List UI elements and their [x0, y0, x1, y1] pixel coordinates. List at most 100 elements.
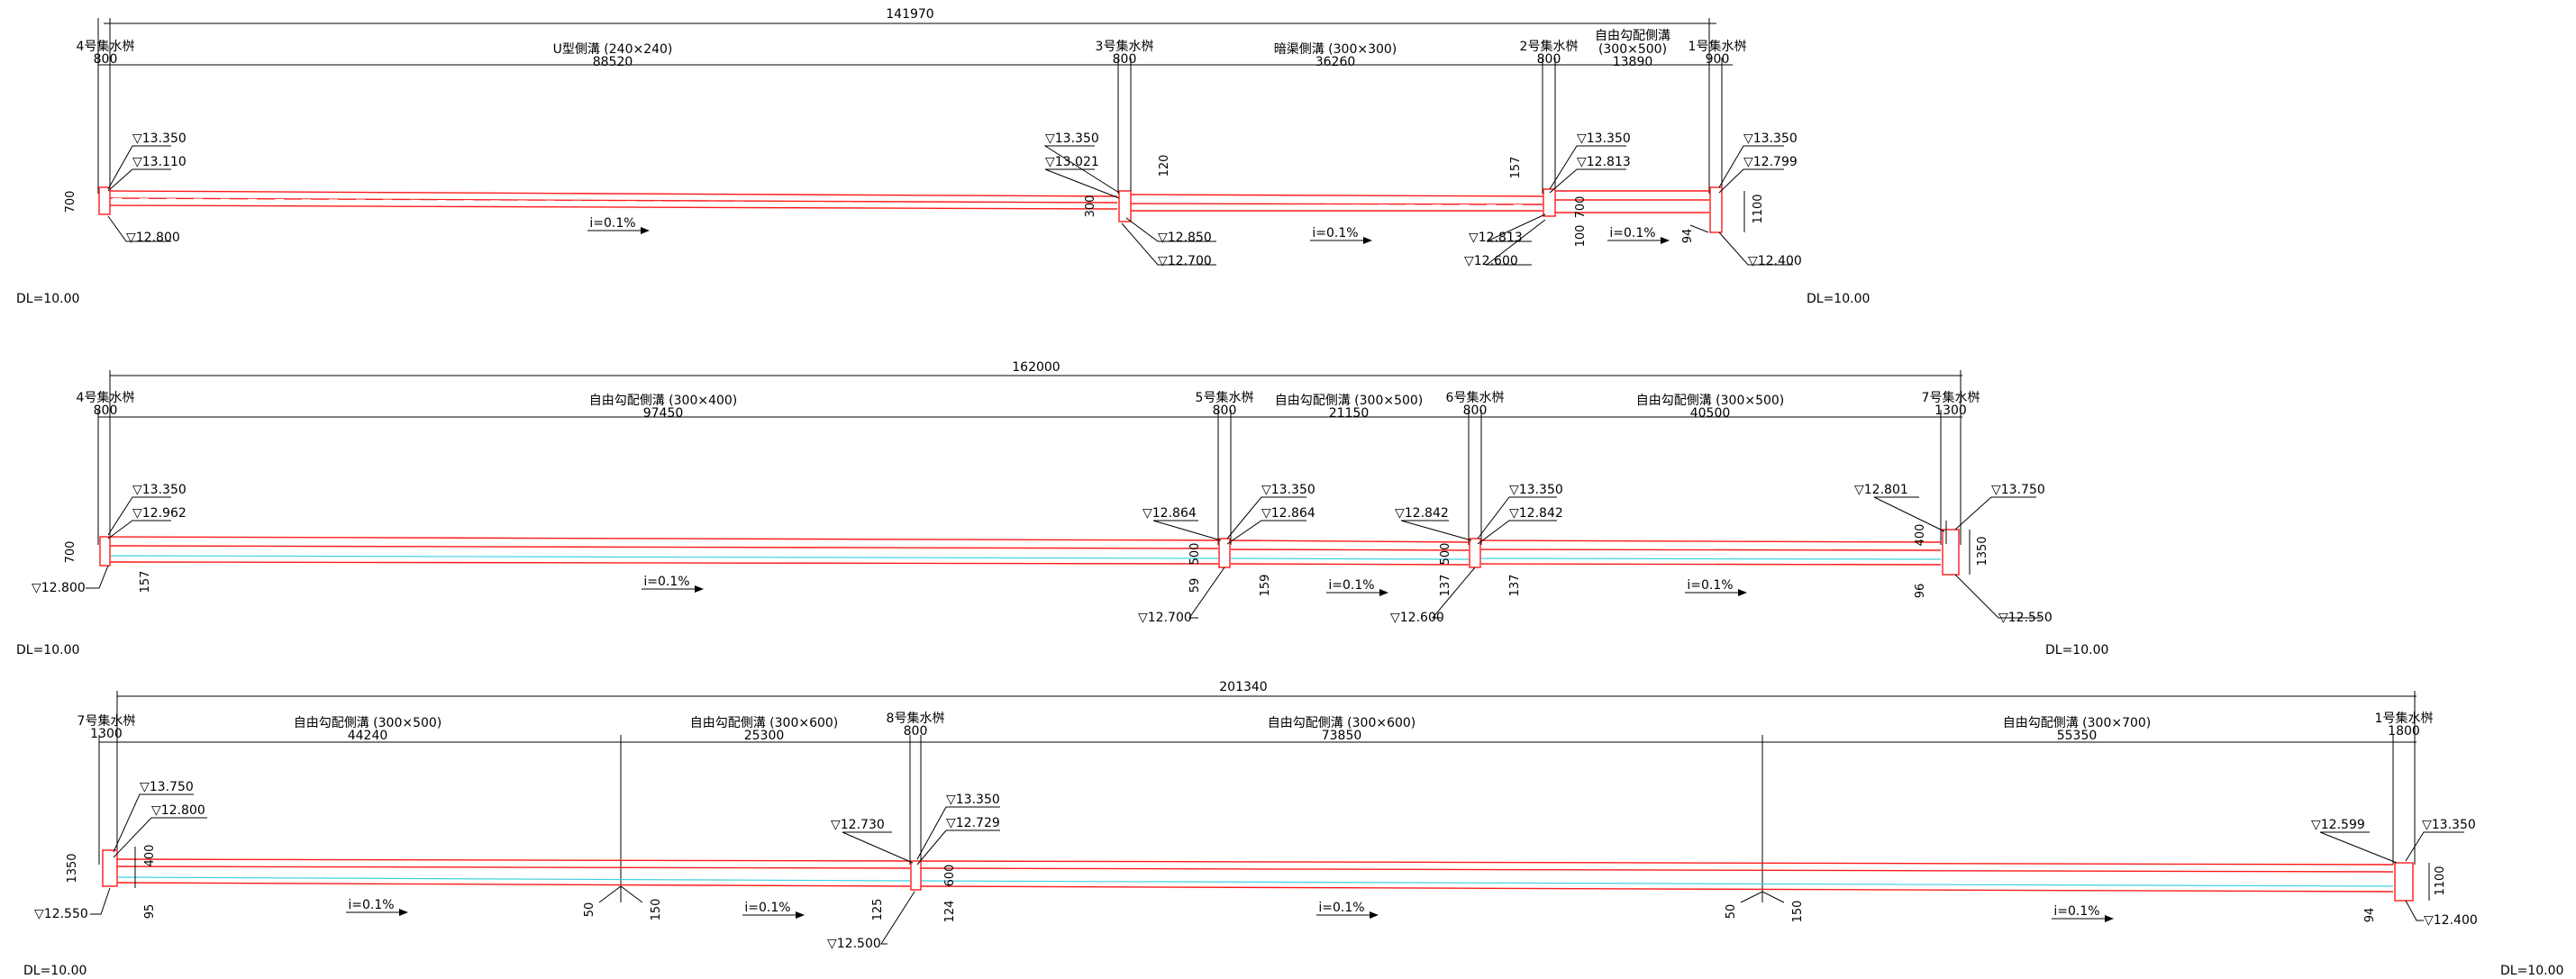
p1-slope-2: i=0.1% [1312, 226, 1358, 240]
p1-basin-3-width: 800 [1113, 52, 1137, 67]
p3-leaders [90, 793, 2464, 945]
p3-elev-c3: ▽12.400 [2424, 913, 2478, 928]
p2-basin-4-width: 800 [94, 403, 118, 418]
p1-elev-a1: ▽13.350 [132, 131, 187, 146]
p1-elev-a2: ▽13.110 [132, 155, 187, 169]
p1-dim-94: 94 [1681, 229, 1695, 244]
p3-basin-1-width: 1800 [2388, 724, 2420, 739]
p1-elev-d3: ▽12.400 [1748, 254, 1802, 268]
p3-elev-b2: ▽13.350 [946, 793, 1000, 807]
p2-elev-b2: ▽13.350 [1261, 483, 1315, 497]
p2-basin-6-width: 800 [1463, 403, 1488, 418]
p3-dim-95: 95 [143, 904, 157, 920]
p1-elev-b4: ▽12.700 [1158, 254, 1212, 268]
p1-dim-100: 100 [1574, 225, 1588, 248]
p2-elev-c1: ▽12.842 [1395, 506, 1449, 521]
p2-elev-b3: ▽12.864 [1261, 506, 1315, 521]
p3-dim-150a: 150 [650, 899, 663, 921]
p1-basin-2-label: 2号集水桝 [1520, 39, 1579, 54]
p2-elev-a1: ▽13.350 [132, 483, 187, 497]
p1-basin-4-label: 4号集水桝 [77, 39, 135, 54]
p2-elev-c2: ▽13.350 [1509, 483, 1563, 497]
p3-dimension-lines [98, 691, 2417, 902]
p3-basin-7-label: 7号集水桝 [77, 713, 136, 729]
p1-section-1-name: U型側溝 (240×240) [553, 42, 673, 57]
p3-basin-7-width: 1300 [90, 727, 123, 741]
p3-basin-1-label: 1号集水桝 [2375, 711, 2434, 726]
p2-leaders [86, 496, 2041, 619]
profile-3: 201340 7号集水桝 1300 自由勾配側溝 (300×500) 44240… [23, 680, 2563, 978]
p3-section-1-name: 自由勾配側溝 (300×500) [294, 716, 442, 730]
p3-elev-b3: ▽12.729 [946, 816, 1000, 830]
p2-basin-6-label: 6号集水桝 [1446, 390, 1505, 405]
p1-dim-300: 300 [1084, 195, 1097, 218]
p3-section-2-length: 25300 [744, 729, 785, 743]
p2-basin-7-label: 7号集水桝 [1922, 390, 1980, 405]
p3-dim-1100: 1100 [2434, 866, 2447, 895]
p2-dim-500: 500 [1188, 543, 1202, 566]
p1-elev-d1: ▽13.350 [1743, 131, 1798, 146]
p1-dimension-lines [97, 18, 1733, 194]
p3-section-2-name: 自由勾配側溝 (300×600) [690, 716, 839, 730]
p2-dim-96: 96 [1914, 584, 1927, 599]
p2-dim-59: 59 [1188, 578, 1202, 594]
p3-pipe [102, 849, 2414, 902]
p3-overall-length: 201340 [1219, 680, 1267, 694]
p1-section-2-length: 36260 [1315, 55, 1356, 69]
p2-section-1-name: 自由勾配側溝 (300×400) [589, 394, 738, 408]
p1-basin-1-label: 1号集水桝 [1689, 39, 1747, 54]
p1-dim-157: 157 [1509, 157, 1523, 179]
p1-pipe [98, 186, 1723, 233]
p1-overall-length: 141970 [886, 7, 933, 22]
p3-elev-c2: ▽13.350 [2422, 818, 2476, 832]
p1-basin-3-label: 3号集水桝 [1096, 39, 1154, 54]
p3-slope-4: i=0.1% [2053, 904, 2099, 919]
p2-slope-3: i=0.1% [1687, 578, 1733, 593]
p1-section-1-length: 88520 [593, 55, 633, 69]
p3-slope-1: i=0.1% [348, 898, 394, 912]
p1-section-3-name: 自由勾配側溝 [1595, 29, 1670, 43]
p2-pipe [99, 529, 1960, 576]
p2-basin-5-width: 800 [1213, 403, 1237, 418]
p2-elev-b1: ▽12.864 [1142, 506, 1197, 521]
p3-dim-600: 600 [943, 865, 957, 887]
p3-slope-3: i=0.1% [1318, 901, 1364, 915]
p3-basin-8-label: 8号集水桝 [887, 711, 945, 726]
p1-section-3-length: 13890 [1613, 55, 1653, 69]
p3-dim-125: 125 [871, 899, 885, 921]
p3-slope-2: i=0.1% [744, 901, 790, 915]
profile-2: 162000 4号集水桝 800 自由勾配側溝 (300×400) 97450 … [16, 360, 2108, 657]
p3-elev-a2: ▽12.800 [151, 803, 205, 818]
p3-dim-50a: 50 [583, 902, 596, 918]
p1-elev-c3: ▽12.813 [1469, 231, 1523, 245]
p1-elev-c2: ▽12.813 [1577, 155, 1631, 169]
p1-elev-a3: ▽12.800 [126, 231, 180, 245]
p3-datum-left: DL=10.00 [23, 964, 86, 978]
p2-elev-a3: ▽12.800 [32, 581, 86, 595]
p2-dim-157: 157 [139, 571, 152, 594]
p1-elev-c1: ▽13.350 [1577, 131, 1631, 146]
p1-leaders [107, 145, 1793, 266]
p1-elev-b2: ▽13.021 [1045, 155, 1099, 169]
p2-dim-137: 137 [1439, 575, 1452, 597]
p2-elev-c3: ▽12.842 [1509, 506, 1563, 521]
p1-elev-c4: ▽12.600 [1464, 254, 1518, 268]
p3-dim-94: 94 [2363, 908, 2377, 923]
p2-dim-137b: 137 [1508, 575, 1522, 597]
p2-section-2-name: 自由勾配側溝 (300×500) [1275, 394, 1424, 408]
p3-basin-8-width: 800 [904, 724, 928, 739]
p1-dim-700b: 700 [1574, 196, 1588, 219]
p1-elev-b1: ▽13.350 [1045, 131, 1099, 146]
p2-dim-400: 400 [1914, 524, 1927, 547]
p3-elev-b4: ▽12.500 [827, 937, 881, 951]
p1-basin-1-width: 900 [1706, 52, 1730, 67]
p2-elev-a2: ▽12.962 [132, 506, 187, 521]
p2-dimension-lines [97, 370, 1962, 545]
p2-section-2-length: 21150 [1329, 406, 1370, 421]
p2-dim-159: 159 [1259, 575, 1272, 597]
p2-slope-1: i=0.1% [643, 575, 689, 589]
p2-section-1-length: 97450 [643, 406, 684, 421]
p2-datum-right: DL=10.00 [2045, 643, 2108, 657]
p3-elev-a1: ▽13.750 [140, 780, 194, 794]
p2-elev-b4: ▽12.700 [1138, 611, 1192, 625]
